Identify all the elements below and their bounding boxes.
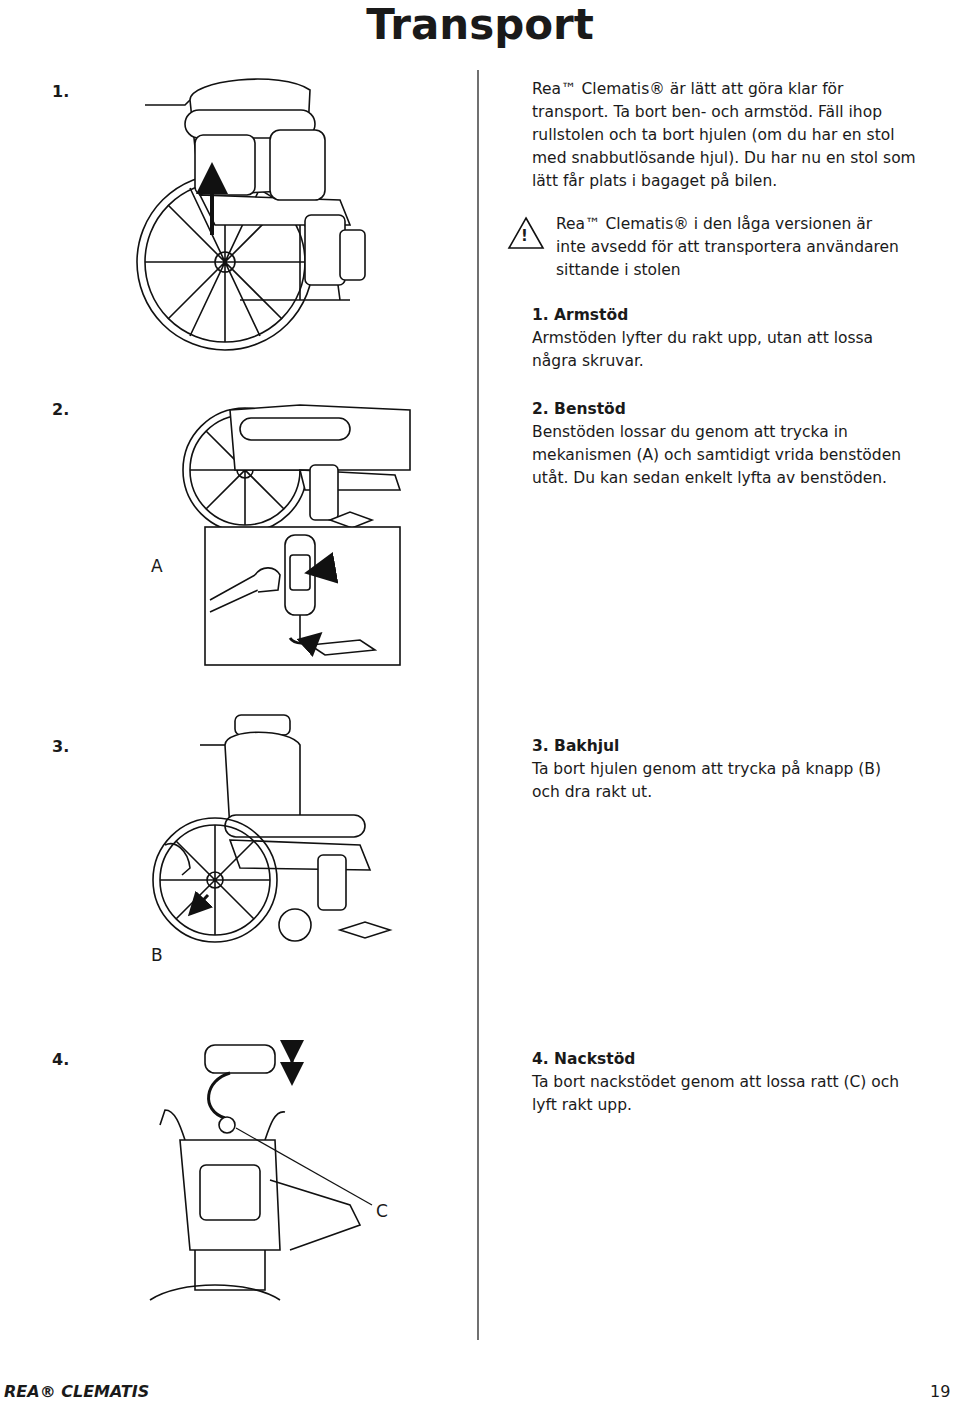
wheelchair-figure-3 [153,715,390,942]
body-text: Benstöden lossar du genom att trycka in … [532,421,927,490]
wheelchair-figure-2 [183,405,410,665]
footer-brand: REA® CLEMATIS [4,1380,149,1402]
page-number: 19 [930,1380,950,1402]
intro-text: Rea™ Clematis® är lätt att göra klar för… [532,78,917,193]
warning-text: Rea™ Clematis® i den låga versionen är i… [556,213,906,282]
step-number: 2. [52,398,69,421]
body-text: Ta bort nackstödet genom att lossa ratt … [532,1071,917,1117]
warning-mark: ! [521,226,528,246]
section-heading: 3. Bakhjul [532,735,912,758]
section-heading: 4. Nackstöd [532,1048,912,1071]
section-heading: 2. Benstöd [532,398,912,421]
callout-letter: C [376,1200,388,1223]
callout-letter: B [151,944,163,967]
page-title: Transport [0,0,960,50]
callout-letter: A [151,555,163,578]
step-number: 1. [52,80,69,103]
body-text: Ta bort hjulen genom att trycka på knapp… [532,758,892,804]
step-number: 3. [52,735,69,758]
headrest-figure [150,1045,372,1300]
warning-triangle [509,218,543,248]
wheelchair-figure-1 [137,79,365,350]
section-heading: 1. Armstöd [532,304,912,327]
step-number: 4. [52,1048,69,1071]
body-text: Armstöden lyfter du rakt upp, utan att l… [532,327,917,373]
